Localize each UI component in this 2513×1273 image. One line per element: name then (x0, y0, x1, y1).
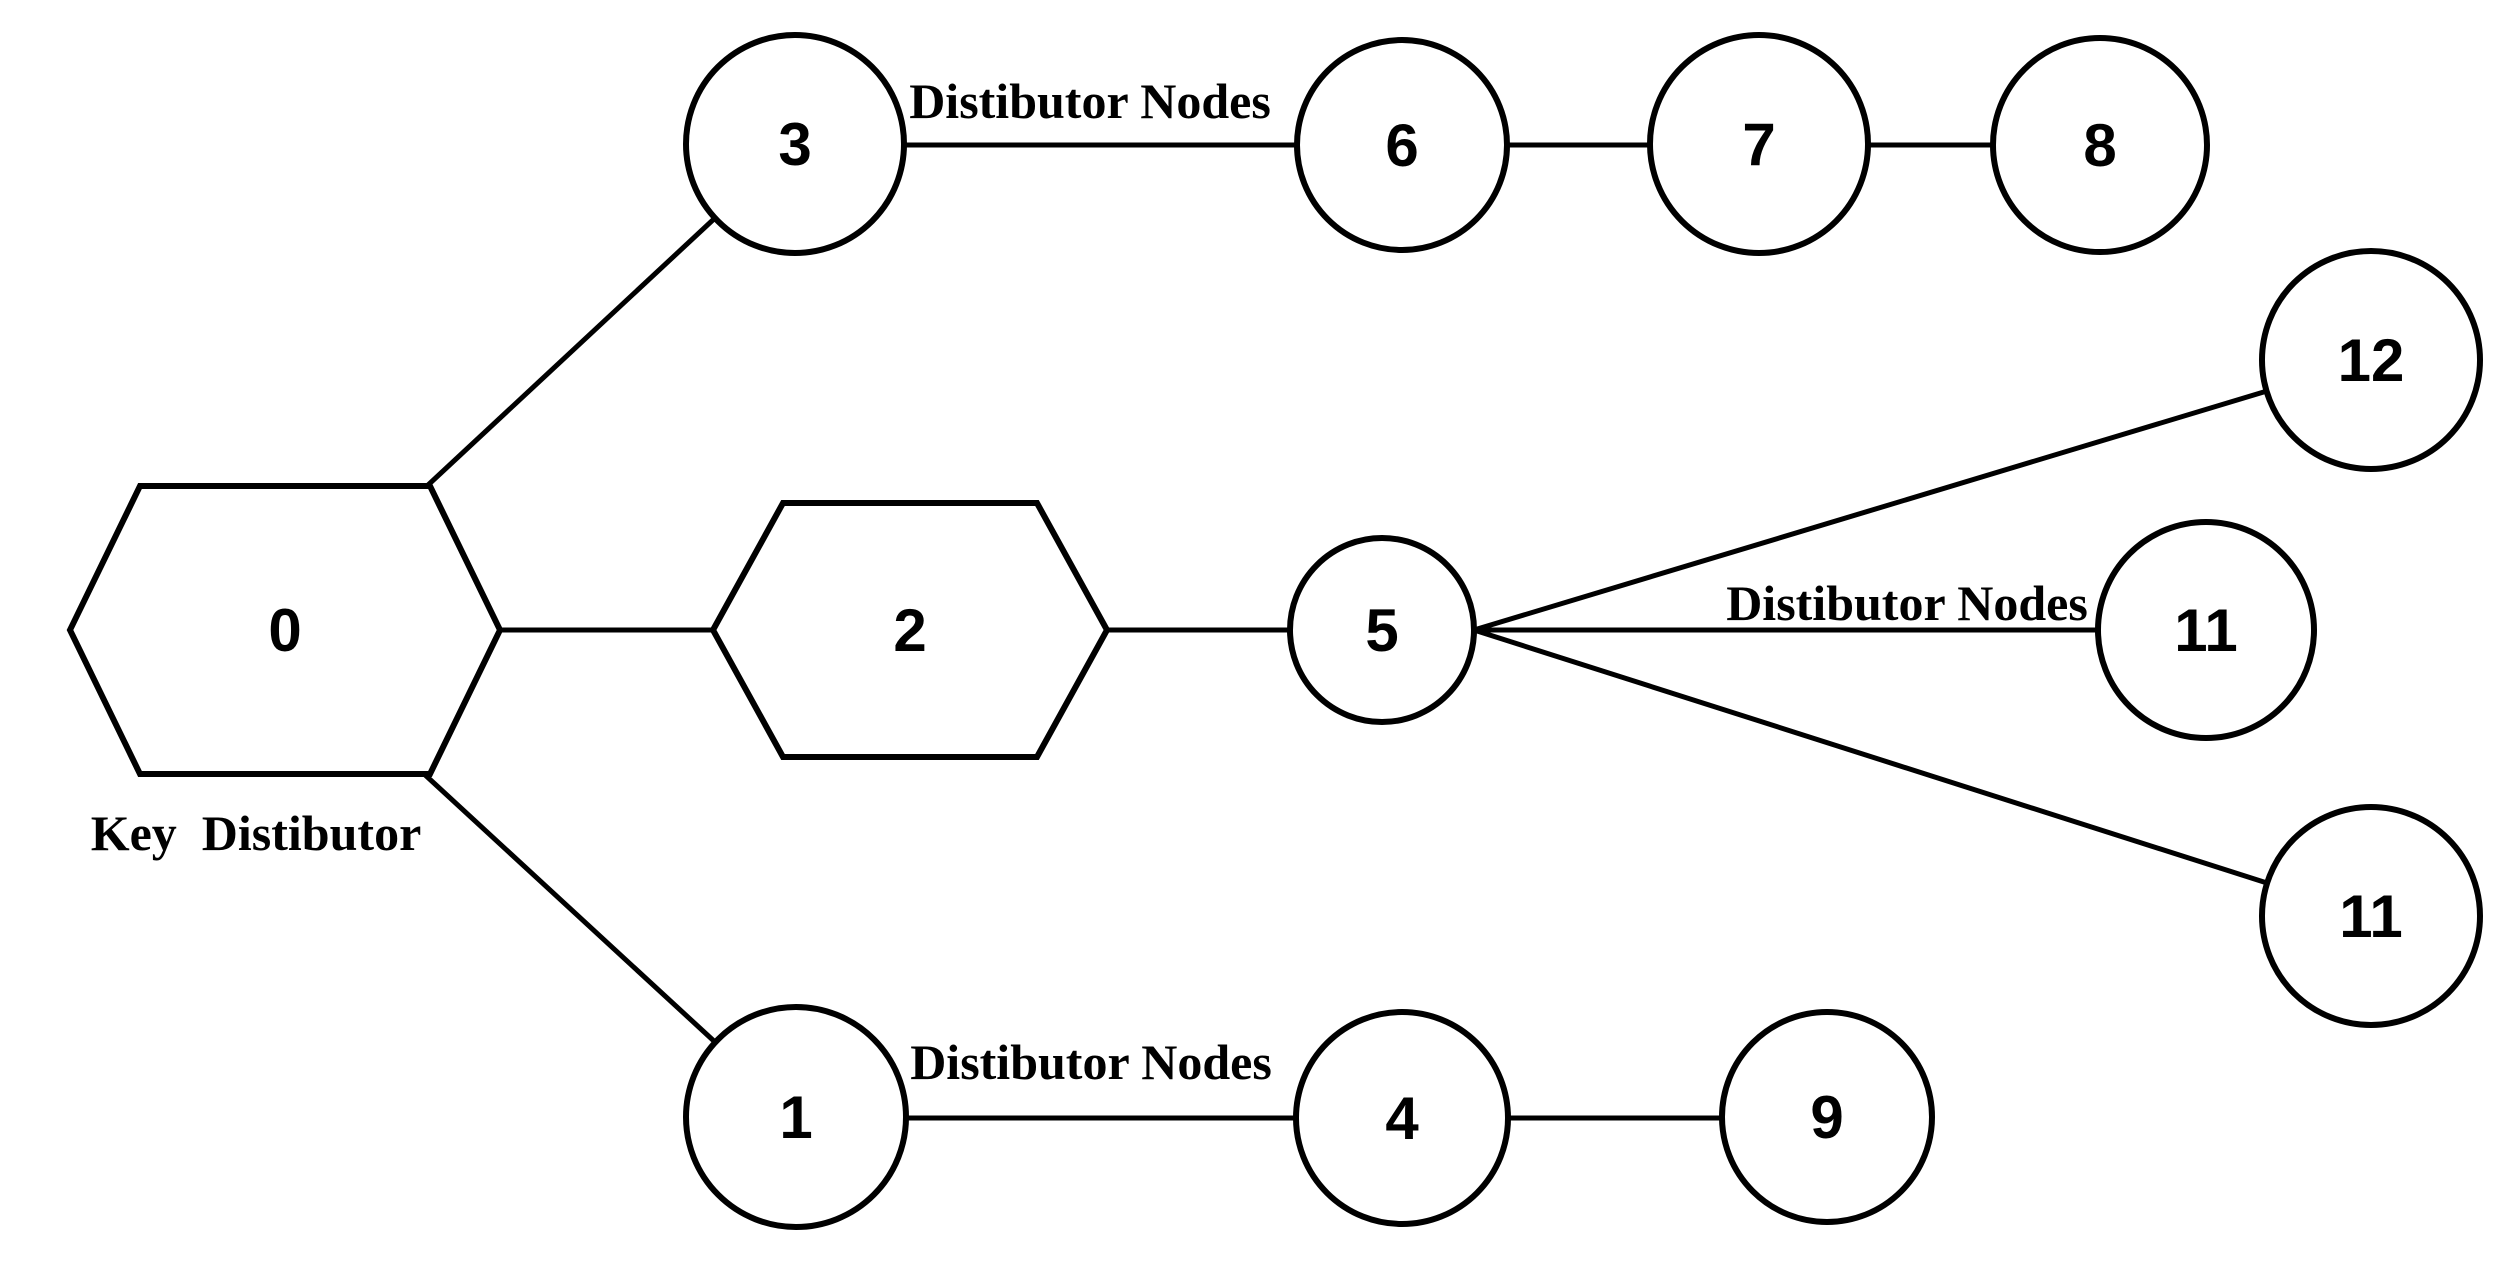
hexagon-shape (66, 483, 504, 777)
circle-shape (1719, 1009, 1935, 1225)
node-4-label: 4 (1385, 1085, 1419, 1152)
node-5: 5 (1287, 535, 1477, 725)
node-11b: 11 (2259, 804, 2483, 1028)
node-4: 4 (1293, 1009, 1511, 1227)
edge-5-12 (1473, 388, 2268, 633)
edge-5-11b (1473, 627, 2268, 886)
circle-shape (2259, 804, 2483, 1028)
node-8: 8 (1990, 35, 2210, 255)
circle-shape (1990, 35, 2210, 255)
circle-shape (1293, 1009, 1511, 1227)
circle-shape (2259, 248, 2483, 472)
node-11a-label: 11 (2174, 597, 2237, 664)
circle-shape (1647, 32, 1871, 256)
node-8-label: 8 (2083, 112, 2116, 179)
node-1-label: 1 (779, 1084, 812, 1151)
node-7: 7 (1647, 32, 1871, 256)
circle-shape (2095, 519, 2317, 741)
node-12-label: 12 (2338, 327, 2405, 394)
node-12: 12 (2259, 248, 2483, 472)
node-0: 0 (66, 483, 504, 777)
circle-shape (683, 1004, 909, 1230)
node-9-label: 9 (1810, 1084, 1843, 1151)
node-7-label: 7 (1742, 111, 1775, 178)
node-2: 2 (709, 500, 1111, 760)
edges-layer (421, 142, 2268, 1121)
node-3: 3 (683, 32, 907, 256)
node-9: 9 (1719, 1009, 1935, 1225)
hexagon-shape (709, 500, 1111, 760)
circle-shape (683, 32, 907, 256)
key-distributor-label: Key Distibutor (91, 805, 422, 861)
node-1: 1 (683, 1004, 909, 1230)
circle-shape (1294, 37, 1510, 253)
node-6: 6 (1294, 37, 1510, 253)
edge-0-1 (421, 771, 717, 1044)
node-3-label: 3 (778, 111, 811, 178)
node-2-label: 2 (893, 597, 926, 664)
node-11b-label: 11 (2339, 883, 2402, 950)
edge-0-3 (425, 216, 717, 488)
edge-label-middle: Distibutor Nodes (1726, 575, 2088, 631)
edge-label-bottom: Distibutor Nodes (910, 1034, 1272, 1090)
node-11a: 11 (2095, 519, 2317, 741)
node-6-label: 6 (1385, 112, 1418, 179)
circle-shape (1287, 535, 1477, 725)
node-0-label: 0 (268, 597, 301, 664)
edge-label-top: Distibutor Nodes (909, 73, 1271, 129)
node-5-label: 5 (1365, 597, 1398, 664)
